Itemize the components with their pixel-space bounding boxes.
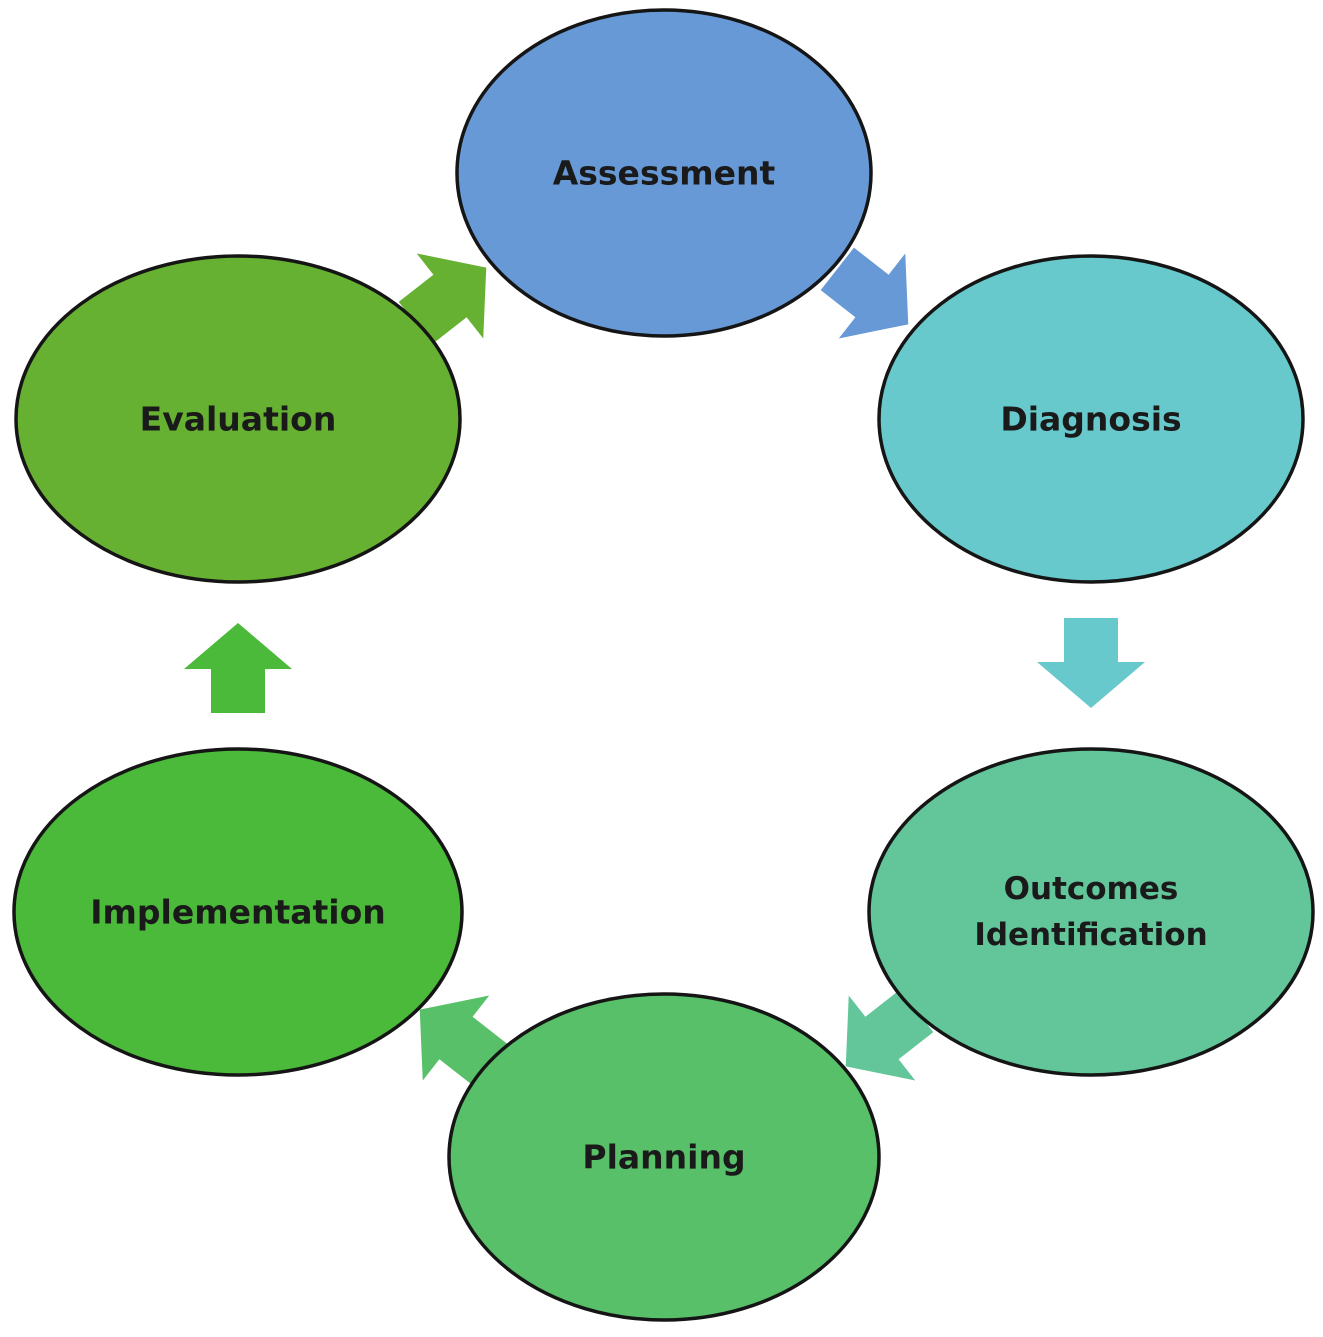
node-implementation: Implementation bbox=[12, 747, 464, 1077]
node-ellipse bbox=[447, 992, 881, 1322]
node-ellipse bbox=[12, 747, 464, 1077]
node-assessment: Assessment bbox=[455, 8, 873, 338]
arrow-shape bbox=[845, 989, 934, 1081]
node-label: Diagnosis bbox=[1000, 400, 1181, 439]
node-ellipse bbox=[455, 8, 873, 338]
arrow-shape bbox=[184, 623, 292, 713]
node-label: Implementation bbox=[90, 893, 386, 932]
node-planning: Planning bbox=[447, 992, 881, 1322]
arrow-assessment-to-diagnosis bbox=[820, 247, 909, 339]
node-ellipse bbox=[867, 747, 1315, 1077]
node-label: Assessment bbox=[553, 154, 776, 193]
node-diagnosis: Diagnosis bbox=[877, 254, 1305, 584]
arrow-evaluation-to-assessment bbox=[398, 253, 487, 345]
node-ellipse bbox=[877, 254, 1305, 584]
arrow-outcomes-identification-to-planning bbox=[845, 989, 934, 1081]
node-evaluation: Evaluation bbox=[14, 254, 462, 584]
arrow-shape bbox=[820, 247, 909, 339]
arrow-shape bbox=[1037, 618, 1145, 708]
node-label: Planning bbox=[582, 1138, 745, 1177]
arrow-diagnosis-to-outcomes-identification bbox=[1037, 618, 1145, 708]
node-label: Identification bbox=[974, 917, 1207, 953]
node-ellipse bbox=[14, 254, 462, 584]
node-label: Evaluation bbox=[140, 400, 337, 439]
nodes-layer: AssessmentDiagnosisOutcomesIdentificatio… bbox=[12, 8, 1315, 1322]
arrow-implementation-to-evaluation bbox=[184, 623, 292, 713]
node-label: Outcomes bbox=[1004, 871, 1179, 907]
arrows-layer bbox=[184, 247, 1145, 1087]
arrow-shape bbox=[398, 253, 487, 345]
